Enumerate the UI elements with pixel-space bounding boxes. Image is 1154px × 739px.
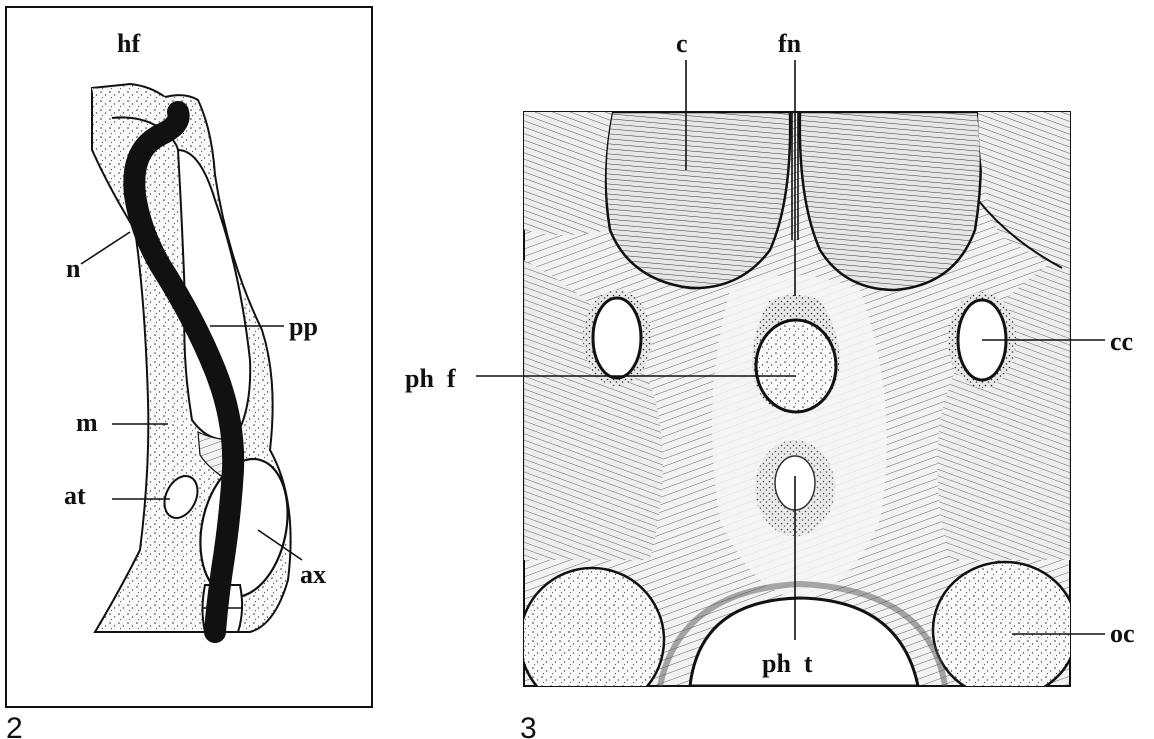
label-phf: ph f <box>405 364 456 393</box>
figure-2-number: 2 <box>6 712 23 739</box>
figure-2: hf n pp m at ax 2 <box>6 7 372 739</box>
figure-3-number: 3 <box>520 712 537 739</box>
label-pp: pp <box>289 312 318 341</box>
label-c: c <box>676 29 688 58</box>
label-at: at <box>64 481 86 510</box>
left-occipital-condyle <box>520 568 664 712</box>
label-cc: cc <box>1110 327 1133 356</box>
label-hf: hf <box>117 29 140 58</box>
phf-fossa <box>756 320 836 412</box>
figure-3: c fn ph f cc oc ph t 3 <box>405 29 1135 739</box>
label-pht: ph t <box>762 649 813 678</box>
left-outer-lobe <box>524 112 612 235</box>
label-ax: ax <box>300 560 326 589</box>
left-canal-cc <box>593 298 641 378</box>
label-n: n <box>66 254 81 283</box>
label-fn: fn <box>778 29 802 58</box>
label-oc: oc <box>1110 619 1135 648</box>
right-occipital-condyle <box>933 562 1077 698</box>
label-m: m <box>76 408 98 437</box>
